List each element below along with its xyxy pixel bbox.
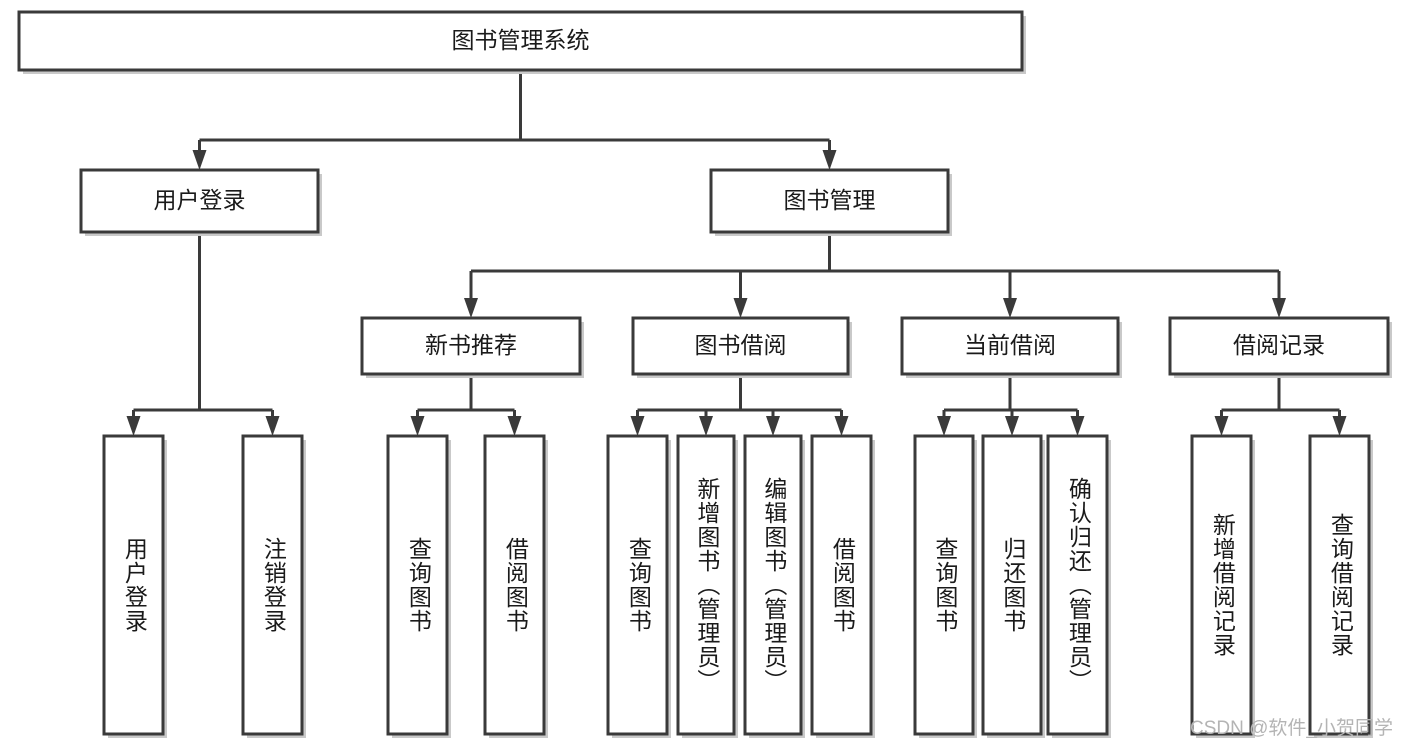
- node-label-new-book-recommend: 新书推荐: [425, 332, 517, 358]
- node-label-borrow-record: 借阅记录: [1233, 332, 1325, 358]
- node-new-book-recommend[interactable]: [360, 316, 584, 378]
- node-leaf-query-borrow-record[interactable]: [1308, 434, 1373, 738]
- node-leaf-return-book[interactable]: [981, 434, 1045, 738]
- arrow-head: [410, 416, 425, 436]
- node-leaf-query-book-new[interactable]: [386, 434, 451, 738]
- arrow-head: [1070, 416, 1085, 436]
- arrow-head: [507, 416, 522, 436]
- node-leaf-query-book-borrow[interactable]: [606, 434, 671, 738]
- arrow-head: [126, 416, 141, 436]
- arrow-head: [265, 416, 280, 436]
- node-book-borrow[interactable]: [631, 316, 852, 378]
- node-root[interactable]: [17, 10, 1026, 74]
- node-leaf-confirm-return[interactable]: [1046, 434, 1111, 738]
- arrow-head: [630, 416, 645, 436]
- arrow-head: [822, 150, 837, 170]
- node-leaf-edit-book-admin[interactable]: [743, 434, 805, 738]
- node-leaf-user-login[interactable]: [102, 434, 167, 738]
- node-book-manage[interactable]: [709, 168, 952, 236]
- node-leaf-logout-login[interactable]: [241, 434, 306, 738]
- arrow-head: [733, 298, 748, 318]
- node-label-current-borrow: 当前借阅: [964, 332, 1056, 358]
- arrow-head: [1003, 298, 1017, 318]
- node-label-user-login: 用户登录: [154, 187, 246, 213]
- node-leaf-add-borrow-record[interactable]: [1190, 434, 1255, 738]
- node-label-root: 图书管理系统: [452, 27, 590, 53]
- arrow-head: [699, 416, 713, 436]
- arrow-head: [834, 416, 849, 436]
- arrow-head: [766, 416, 780, 436]
- arrow-head: [1005, 416, 1019, 436]
- node-borrow-record[interactable]: [1168, 316, 1392, 378]
- arrow-head: [1214, 416, 1229, 436]
- node-leaf-borrow-book[interactable]: [810, 434, 875, 738]
- node-label-book-manage: 图书管理: [784, 187, 876, 213]
- arrow-head: [1272, 298, 1286, 318]
- node-user-login[interactable]: [79, 168, 322, 236]
- watermark-text: CSDN @软件_小贺同学: [1190, 718, 1393, 739]
- arrow-head: [1332, 416, 1347, 436]
- arrow-head: [464, 298, 478, 318]
- node-leaf-add-book-admin[interactable]: [676, 434, 738, 738]
- node-label-book-borrow: 图书借阅: [695, 332, 787, 358]
- node-leaf-borrow-book-new[interactable]: [483, 434, 548, 738]
- node-leaf-query-book-current[interactable]: [913, 434, 977, 738]
- arrow-head: [937, 416, 951, 436]
- arrow-head: [192, 150, 207, 170]
- node-current-borrow[interactable]: [900, 316, 1122, 378]
- connector-layer: [126, 70, 1347, 436]
